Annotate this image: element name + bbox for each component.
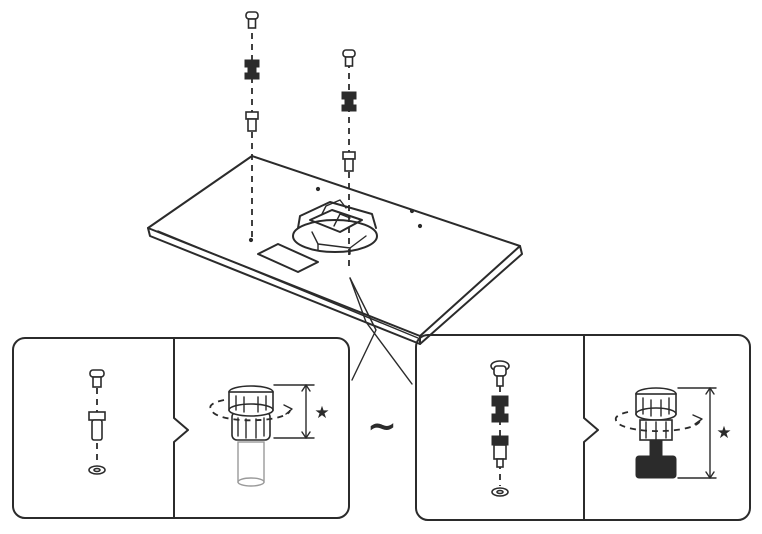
spacer-icon (491, 435, 509, 468)
callout-panel-right: ★ (415, 334, 751, 521)
star-mark-left: ★ (314, 403, 329, 423)
screw-icon (342, 49, 356, 67)
stand-base-illustration (147, 22, 523, 385)
star-icon: ★ (314, 403, 329, 423)
separator-mark: ~ (367, 406, 397, 447)
tilde-icon: ~ (367, 406, 397, 447)
washer-icon (88, 465, 106, 475)
spacer-icon (244, 59, 260, 80)
star-icon: ★ (716, 423, 731, 443)
spacer-icon (342, 151, 356, 172)
spacer-icon (341, 91, 357, 112)
spacer-icon (88, 411, 106, 441)
star-mark-right: ★ (716, 423, 731, 443)
mounting-boss (292, 199, 378, 255)
screw-icon (490, 360, 510, 387)
spacer-icon (245, 111, 259, 132)
screw-icon (89, 369, 105, 388)
washer-icon (491, 487, 509, 497)
spacer-icon (491, 395, 509, 423)
exploded-parts-right (490, 360, 510, 497)
assembled-spacer-right: ★ (614, 387, 732, 479)
screw-icon (245, 11, 259, 29)
assembled-spacer-left: ★ (209, 384, 330, 487)
exploded-parts-left (88, 369, 106, 475)
callout-panel-left: ★ (12, 337, 350, 519)
screw-stack-left (244, 11, 260, 132)
screw-stack-right (341, 49, 357, 172)
